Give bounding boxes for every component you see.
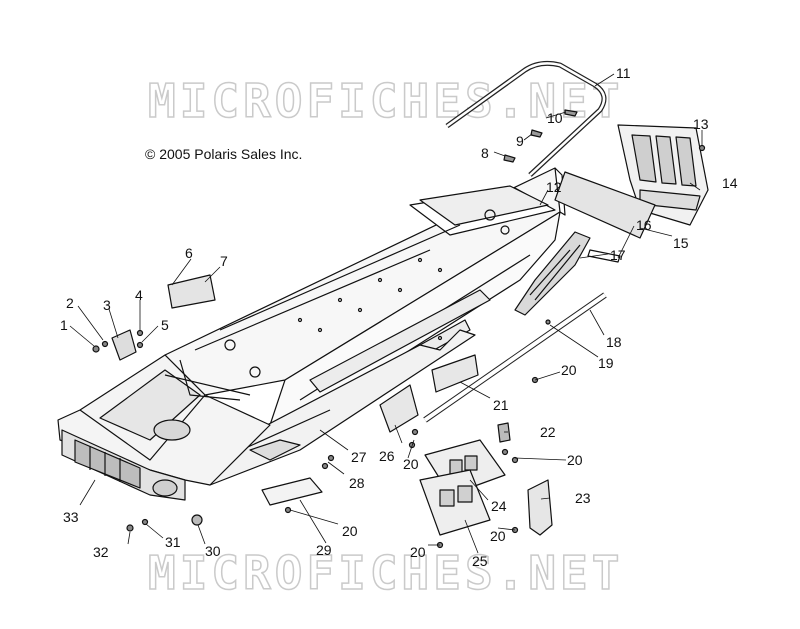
plate-26 bbox=[379, 384, 419, 433]
callout-32: 32 bbox=[93, 544, 109, 560]
rear-panel bbox=[554, 171, 656, 239]
callout-20-f: 20 bbox=[410, 544, 426, 560]
shield-23 bbox=[527, 479, 553, 536]
watermark-top: MICROFICHES.NET bbox=[147, 73, 624, 129]
tunnel-top bbox=[164, 167, 566, 396]
callout-27: 27 bbox=[351, 449, 367, 465]
callout-5: 5 bbox=[161, 317, 169, 333]
bracket-25 bbox=[419, 469, 491, 536]
callout-15: 15 bbox=[673, 235, 689, 251]
callout-8: 8 bbox=[481, 145, 489, 161]
callout-28: 28 bbox=[349, 475, 365, 491]
leader-lines bbox=[69, 73, 703, 554]
callout-2: 2 bbox=[66, 295, 74, 311]
fasteners-bar bbox=[503, 109, 578, 163]
callout-10: 10 bbox=[547, 110, 563, 126]
callout-22: 22 bbox=[540, 424, 556, 440]
callout-3: 3 bbox=[103, 297, 111, 313]
front-bulkhead bbox=[57, 354, 271, 501]
callout-4: 4 bbox=[135, 287, 143, 303]
callout-20-c: 20 bbox=[567, 452, 583, 468]
callout-18: 18 bbox=[606, 334, 622, 350]
clip-22 bbox=[497, 422, 511, 443]
running-board bbox=[199, 329, 476, 486]
plate-21 bbox=[431, 354, 479, 393]
callout-21: 21 bbox=[493, 397, 509, 413]
pad-29 bbox=[261, 477, 323, 506]
bracket-3 bbox=[111, 329, 137, 361]
callout-7: 7 bbox=[220, 253, 228, 269]
callout-31: 31 bbox=[165, 534, 181, 550]
callout-25: 25 bbox=[472, 553, 488, 569]
callout-33: 33 bbox=[63, 509, 79, 525]
callout-11: 11 bbox=[616, 65, 631, 81]
callout-9: 9 bbox=[516, 133, 524, 149]
callout-17: 17 bbox=[610, 247, 626, 263]
callout-20-a: 20 bbox=[561, 362, 577, 378]
bracket-6-7 bbox=[167, 274, 216, 309]
callout-12: 12 bbox=[546, 179, 562, 195]
callout-6: 6 bbox=[185, 245, 193, 261]
callout-20-d: 20 bbox=[342, 523, 358, 539]
callout-26: 26 bbox=[379, 448, 395, 464]
callout-24: 24 bbox=[491, 498, 507, 514]
rear-bumper-bar bbox=[445, 60, 607, 177]
callout-29: 29 bbox=[316, 542, 332, 558]
slide-rail bbox=[514, 231, 621, 316]
callout-30: 30 bbox=[205, 543, 221, 559]
watermark-bottom: MICROFICHES.NET bbox=[147, 545, 624, 601]
callout-20-e: 20 bbox=[490, 528, 506, 544]
rod bbox=[423, 292, 607, 423]
callout-23: 23 bbox=[575, 490, 591, 506]
callout-20-b: 20 bbox=[403, 456, 419, 472]
callout-16: 16 bbox=[636, 217, 652, 233]
callout-13: 13 bbox=[693, 116, 709, 132]
callout-14: 14 bbox=[722, 175, 738, 191]
copyright-text: © 2005 Polaris Sales Inc. bbox=[145, 146, 303, 162]
callout-19: 19 bbox=[598, 355, 614, 371]
callout-1: 1 bbox=[60, 317, 68, 333]
